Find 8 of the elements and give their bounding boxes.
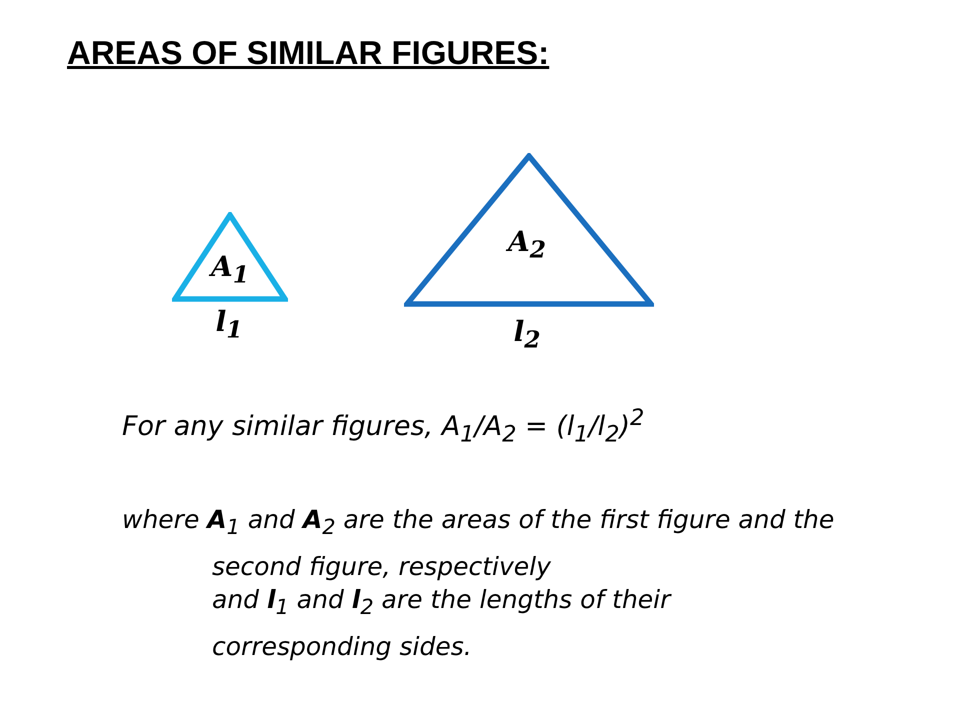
area-label: A$_{1}$ — [211, 250, 249, 289]
side-length-label: l$_{1}$ — [216, 305, 242, 344]
side-length-label: l$_{2}$ — [514, 315, 540, 354]
explanation-text: where A$_{1}$ and A$_{2}$ are the areas of the first figure and the second figure, respectively — [122, 504, 836, 583]
slide-title: AREAS OF SIMILAR FIGURES: — [67, 34, 550, 72]
area-label: A$_{2}$ — [508, 225, 546, 264]
explanation-text: and l$_{1}$ and l$_{2}$ are the lengths of their corresponding sides. — [212, 584, 673, 663]
formula-text: For any similar figures, A$_{1}$/A$_{2}$ = (l$_{1}$/l$_{2}$)$^{2}$ — [122, 404, 646, 450]
